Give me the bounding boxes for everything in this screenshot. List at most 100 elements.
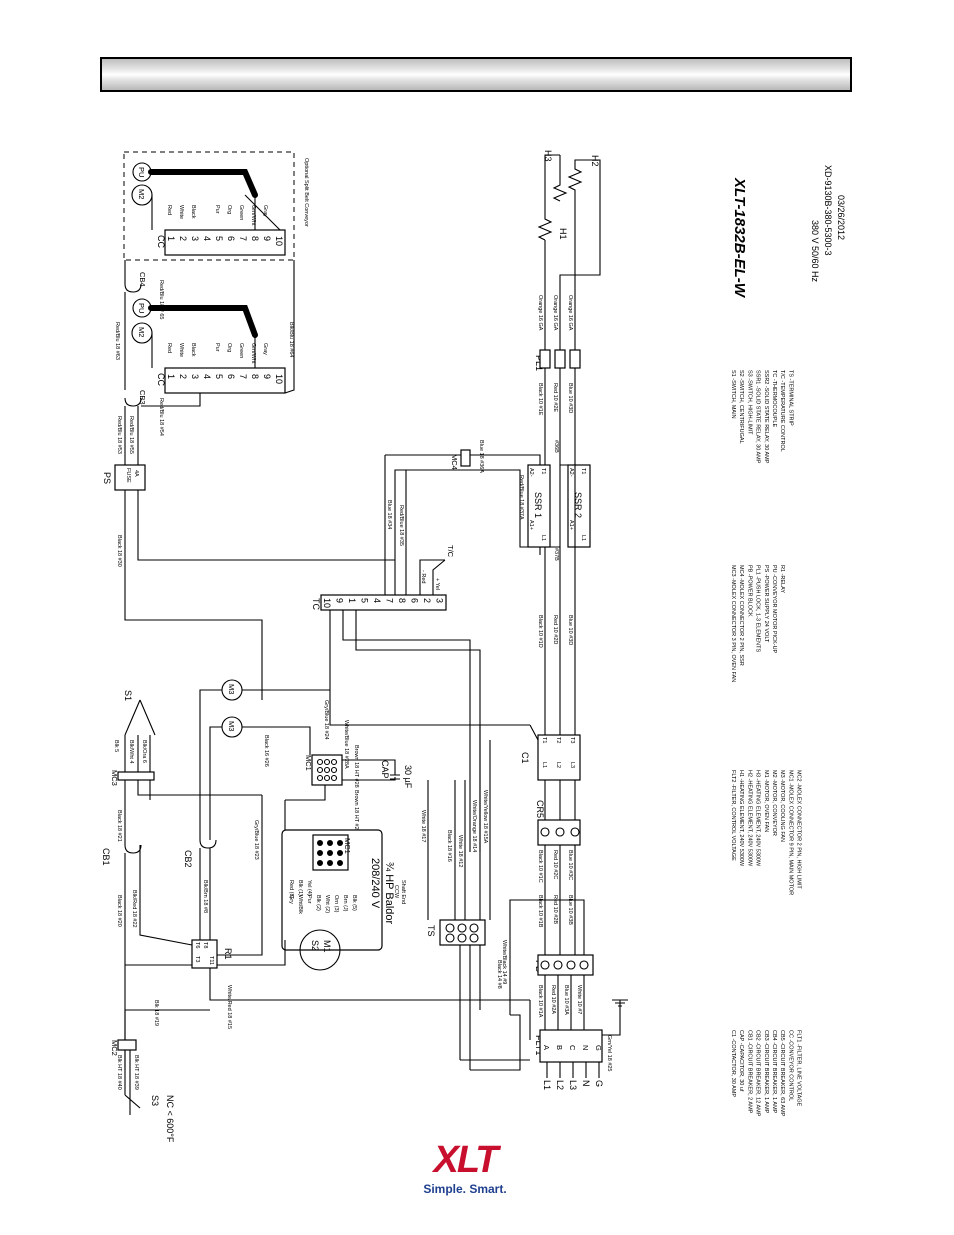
cb3-label: CB3 (138, 390, 147, 405)
wire-blkwht4-label: Blk/Wht 4 (128, 740, 134, 764)
wire-28-label: Brown 18 HT #28 (353, 745, 359, 788)
tc-pin: 4 (372, 598, 382, 603)
relay-group: R1 T6 T8 T3 T11 Black 18 #20 Blk/Red 18 … (116, 845, 530, 1029)
legend-entry: PB -POWER BLOCK (746, 565, 752, 617)
xlt-logo: XLT Simple. Smart. (400, 1140, 530, 1220)
legend-entry: PS -POWER SUPPLY 24 VOLT (763, 565, 769, 643)
wire-21-label: Black 18 #21 (116, 810, 122, 842)
cr5-wire-label: Black 10 #1C (537, 850, 543, 883)
wire-64-label: Blk/Blu 18 #64 (288, 322, 294, 357)
motor-ccw: CCW (393, 885, 399, 899)
ssr2-t1: T1 (580, 468, 586, 474)
motor-hp: ¾ HP Baldor (383, 862, 395, 925)
r1-t3: T3 (194, 956, 200, 962)
page-header-bar (100, 57, 852, 92)
wire-37b-label: #37B (553, 548, 559, 561)
wire-63-label: Red/Blu 18 #63 (114, 322, 120, 360)
wire-39-label: Blk HT 18 #39 (133, 1055, 139, 1090)
ssr1-a1: A1+ (528, 520, 534, 530)
cc-pin: 3 (190, 374, 200, 379)
legend-entry: H2 -HEATING ELEMENT, 240V 5300W (746, 770, 752, 867)
ssr2-a2: A2- (568, 468, 574, 477)
c1-terminal: L2 (555, 762, 561, 768)
tc-pin: 8 (397, 598, 407, 603)
logo-tagline: Simple. Smart. (423, 1182, 507, 1196)
wire-36b-label: #36B (553, 440, 559, 453)
pu-top-label: PU (137, 167, 146, 177)
legend-entry: MC3 -MOLEX CONNECTOR 3 PIN, OVEN FAN (730, 565, 736, 682)
cb3-wire-label: Red/Blu 18 #54 (158, 398, 164, 436)
r1-t11: T11 (208, 956, 214, 965)
motor-lead-label: Gry (288, 895, 294, 904)
fuse-amp-label: 4A (133, 470, 139, 477)
legend-entry: CAP -CAPACITOR, 30 uf (738, 1030, 744, 1092)
power-supply-group: Red/Blu 18 #53 Red/Blu 18 #55 PS FUSE 4A… (102, 406, 395, 700)
wire-12-label: White 18 #12 (457, 835, 463, 867)
cc-pin: 2 (178, 236, 188, 241)
cb4-group: CB4 Red/Blu 18 # 65 (124, 260, 164, 319)
cc-pin: 8 (250, 236, 260, 241)
wire-8-label: Black 14 #8 (496, 960, 502, 989)
wire-blkbrn-label: Blk/Brn 18 #8 (202, 880, 208, 913)
logo-mark: XLT (433, 1139, 499, 1181)
flt-wire-label: Blue 10 #3A (563, 985, 569, 1015)
cc-wire-label: Gray (262, 205, 268, 217)
pb-wire-label: Black 10 #1B (537, 895, 543, 928)
flt-pin: B (555, 1045, 564, 1050)
legend-entry: PL1 -PUSH LOCK, 1-3 ELEMENTS (755, 565, 761, 652)
motor-lead-label: Brn (J) (342, 895, 348, 912)
cc-pin: 9 (262, 236, 272, 241)
wire-30-label: Black 18 #30 (116, 535, 122, 567)
m2-top-label: M2 (137, 189, 146, 199)
cb1-label: CB1 (101, 848, 111, 866)
pl1-b (554, 349, 566, 369)
cc-wire-label: Red (166, 343, 172, 353)
cc-pin: 4 (202, 374, 212, 379)
legend-entry: CB1 -CIRCUIT BREAKER, 2 AMP (746, 1030, 752, 1114)
legend-entry: T/C -TEMPERATURE CONTROL (779, 370, 785, 452)
pl-in-label: Black 10 #1E (537, 383, 543, 416)
pl-in-label: Red 10 #2E (552, 383, 558, 412)
ssr2-l1: L1 (580, 535, 586, 541)
tc-block (320, 594, 447, 611)
wire-19-label: Blk 18 #19 (153, 1000, 159, 1026)
cap-value-label: 30 µF (403, 765, 413, 789)
wire-22-label: Blk/Red 18 #22 (131, 890, 137, 928)
motor-lead-label: Pur (306, 895, 312, 904)
m1-circle (299, 929, 341, 971)
cc-wire-label: Gray (262, 343, 268, 355)
ssr2-block (567, 464, 591, 548)
cb4-wire-label: Red/Blu 18 # 65 (158, 280, 164, 319)
wire-53-label: Red/Blu 18 #53 (116, 416, 122, 454)
pl1-label: PL1 (534, 355, 544, 371)
s1-label: S1 (123, 690, 133, 701)
s2-label: S2 (310, 940, 320, 951)
pl1-a (539, 349, 551, 369)
legend-entry: M1 -MOTOR, OVEN FAN (763, 770, 769, 832)
legend-entry: M3 -MOTOR, COOLING FAN (779, 770, 785, 842)
wire-20-label: Black 18 #20 (116, 895, 122, 927)
legend-entry: S1 -SWITCH, MAIN (730, 370, 736, 419)
legend-entry: FLT2 -FILTER, CONTROL VOLTAGE (730, 770, 736, 861)
cc-pin: 4 (202, 236, 212, 241)
legend-entry: H1 -HEATING ELEMENT, 240V 5300W (738, 770, 744, 867)
cc-top-block (164, 229, 286, 256)
line-input-label: N (581, 1080, 591, 1087)
tc-pin: 10 (322, 598, 332, 608)
tc-red-label: - Red (420, 570, 426, 583)
cc-wire-label: Green (238, 205, 244, 220)
flt1-label: FLT1 (534, 1035, 544, 1055)
ps-label: PS (102, 472, 112, 484)
model-name: XLT-1832B-EL-W (731, 177, 748, 299)
line-input-label: L2 (555, 1080, 565, 1090)
cc-pin: 10 (274, 236, 284, 246)
tc-label: TC (311, 598, 321, 610)
m2-label: M2 (137, 327, 146, 337)
ps-block (114, 464, 146, 491)
wire-16-label: Black 18 #16 (446, 830, 452, 862)
c1-out-label: Blue 10 #3D (567, 615, 573, 645)
